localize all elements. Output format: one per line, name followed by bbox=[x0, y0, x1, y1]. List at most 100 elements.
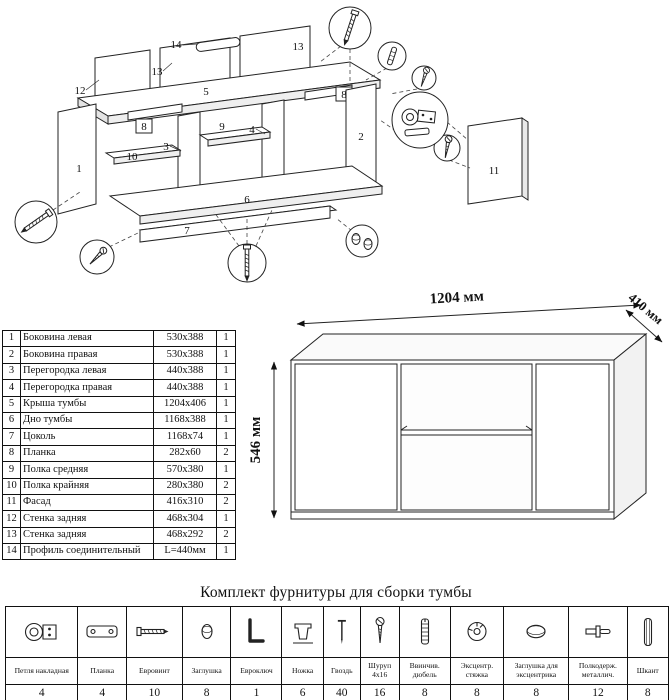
hardware-item: Заглушка для эксцентрика 8 bbox=[504, 607, 570, 700]
parts-cell-name: Перегородка правая bbox=[20, 379, 154, 397]
depth-dimension-label: 410 мм bbox=[626, 290, 667, 328]
parts-cell-qty: 1 bbox=[216, 510, 236, 528]
parts-cell-name: Планка bbox=[20, 444, 154, 463]
parts-cell-qty: 2 bbox=[216, 444, 236, 463]
hardware-item-qty: 8 bbox=[203, 687, 210, 699]
hardware-item-name: Евровинт bbox=[127, 658, 182, 685]
hexkey-icon bbox=[231, 607, 282, 658]
label-part-6: 6 bbox=[244, 194, 250, 206]
hardware-item-qty: 8 bbox=[533, 687, 540, 699]
parts-cell-num: 9 bbox=[2, 461, 21, 479]
dimension-height: 546 мм bbox=[248, 361, 278, 519]
assembly-dashed-lines bbox=[52, 45, 471, 248]
label-part-1: 1 bbox=[76, 163, 82, 175]
hardware-item-name: Планка bbox=[78, 658, 127, 685]
label-part-9: 9 bbox=[219, 121, 225, 133]
label-part-8a: 8 bbox=[141, 121, 147, 133]
plate-icon bbox=[78, 607, 127, 658]
hinge-icon bbox=[6, 607, 78, 658]
parts-cell-num: 7 bbox=[2, 428, 21, 446]
parts-cell-num: 13 bbox=[2, 526, 21, 545]
hardware-item-qty: 6 bbox=[299, 687, 306, 699]
parts-cell-name: Профиль соединительный bbox=[20, 543, 154, 561]
hardware-item-name: Заглушка для эксцентрика bbox=[504, 658, 569, 685]
facade-11 bbox=[467, 117, 529, 205]
parts-cell-num: 8 bbox=[2, 444, 21, 463]
hardware-item-qty: 1 bbox=[253, 687, 260, 699]
dimension-width: 1204 мм bbox=[296, 289, 642, 327]
hinge-detail-callout bbox=[391, 91, 449, 149]
label-leaders bbox=[85, 43, 266, 152]
parts-cell-name: Боковина правая bbox=[20, 346, 154, 364]
parts-cell-size: 530x388 bbox=[153, 346, 217, 364]
dowel-pin-icon bbox=[627, 607, 668, 658]
parts-cell-qty: 1 bbox=[216, 461, 236, 479]
parts-cell-qty: 1 bbox=[216, 543, 236, 561]
dowel-icon bbox=[399, 607, 450, 658]
parts-cell-size: 282x60 bbox=[153, 444, 217, 463]
parts-cell-num: 12 bbox=[2, 510, 21, 528]
shelf-support-icon bbox=[569, 607, 627, 658]
profile-14 bbox=[195, 37, 241, 52]
cap-icon bbox=[182, 607, 231, 658]
label-part-7: 7 bbox=[184, 225, 190, 237]
nail-icon bbox=[323, 607, 360, 658]
hardware-item-name: Шкант bbox=[627, 658, 668, 685]
euroscrew-icon bbox=[127, 607, 182, 658]
label-part-14: 14 bbox=[171, 39, 183, 51]
parts-cell-num: 11 bbox=[2, 493, 21, 512]
parts-cell-qty: 1 bbox=[216, 411, 236, 430]
parts-cell-size: 280x380 bbox=[153, 477, 217, 495]
hardware-item-name: Ножка bbox=[282, 658, 323, 685]
hardware-item: Полкодерж. металлич.12 bbox=[569, 607, 628, 700]
parts-cell-qty: 1 bbox=[216, 362, 236, 381]
parts-cell-size: 468x304 bbox=[153, 510, 217, 528]
shelf-middle-9 bbox=[198, 126, 272, 147]
parts-cell-qty: 1 bbox=[216, 346, 236, 364]
parts-cell-name: Перегородка левая bbox=[20, 362, 154, 381]
parts-cell-size: 570x380 bbox=[153, 461, 217, 479]
parts-cell-size: 1204x406 bbox=[153, 395, 217, 413]
part-number-labels: 14 13 12 13 5 8 8 3 4 9 10 1 2 6 7 11 bbox=[75, 39, 500, 237]
label-part-12: 12 bbox=[75, 85, 86, 97]
shelf-side-10 bbox=[104, 144, 182, 165]
hardware-kit-title: Комплект фурнитуры для сборки тумбы bbox=[200, 584, 472, 601]
hardware-item-name: Полкодерж. металлич. bbox=[569, 658, 627, 685]
parts-cell-name: Боковина левая bbox=[20, 329, 154, 348]
height-dimension-label: 546 мм bbox=[248, 417, 264, 464]
width-dimension-label: 1204 мм bbox=[429, 289, 484, 308]
hardware-item-qty: 16 bbox=[373, 687, 386, 699]
parts-cell-size: 468x292 bbox=[153, 526, 217, 545]
parts-cell-qty: 1 bbox=[216, 329, 236, 348]
right-door bbox=[535, 363, 610, 511]
label-part-13a: 13 bbox=[152, 66, 164, 78]
parts-cell-name: Полка крайняя bbox=[20, 477, 154, 495]
cabinet-body bbox=[289, 332, 648, 521]
hardware-item: Евровинт 10 bbox=[127, 607, 183, 700]
hardware-item-name: Гвоздь bbox=[323, 658, 360, 685]
partition-4 bbox=[261, 99, 285, 187]
hardware-item-qty: 8 bbox=[421, 687, 428, 699]
hardware-item-qty: 8 bbox=[474, 687, 480, 699]
parts-cell-size: 1168x388 bbox=[153, 411, 217, 430]
parts-cell-name: Цоколь bbox=[20, 428, 154, 446]
parts-cell-name: Дно тумбы bbox=[20, 411, 154, 430]
hardware-item-qty: 10 bbox=[148, 687, 161, 699]
hardware-item-name: Петля накладная bbox=[6, 658, 78, 685]
